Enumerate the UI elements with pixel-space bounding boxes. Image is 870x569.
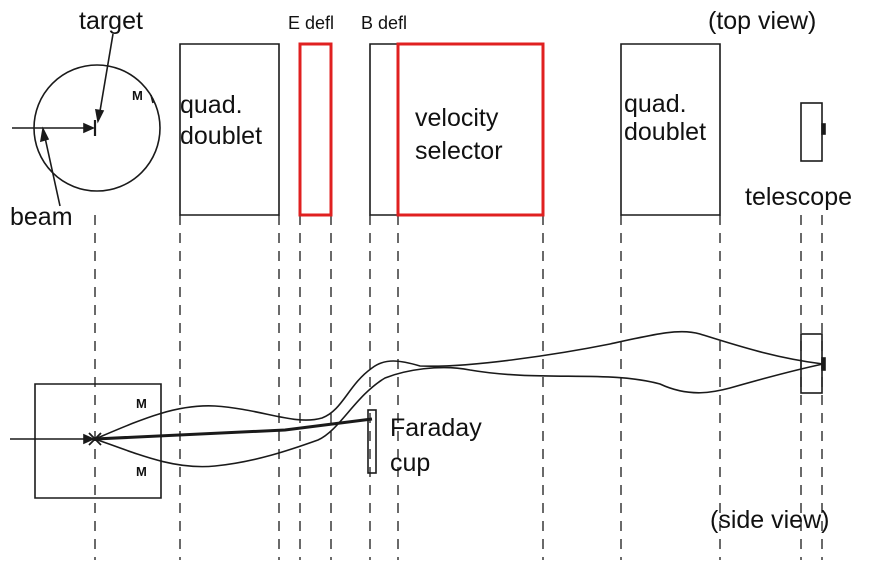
telescope-side-nub (821, 357, 826, 371)
e-deflector-label: E defl (288, 13, 335, 33)
target-pointer (98, 33, 114, 118)
quad-doublet-top-left (179, 43, 280, 216)
faraday-cup-line2: cup (390, 449, 431, 477)
b-deflector-label: B defl (361, 13, 408, 33)
beam-envelope-upper (94, 330, 824, 440)
telescope-label: telescope (745, 183, 853, 211)
velocity-selector-top (396, 42, 545, 217)
quad-doublet-right-line1: quad. (624, 90, 687, 118)
beam-arrowhead-top (83, 122, 95, 134)
faraday-cup (367, 409, 377, 474)
quad-doublet-left-line1: quad. (180, 91, 243, 119)
quad-doublet-left-line2: doublet (180, 122, 263, 150)
velocity-selector-line1: velocity (415, 104, 499, 132)
b-deflector-top (369, 43, 399, 216)
beam-arrowhead-side (83, 433, 95, 445)
velocity-selector-line2: selector (415, 137, 503, 165)
beam-deflected-to-cup (94, 417, 373, 441)
beam-label: beam (10, 203, 73, 231)
target-marker-tick (150, 94, 154, 104)
target-label: target (79, 7, 143, 35)
beam-pointer (43, 132, 61, 207)
beam-pointer-head (40, 126, 50, 143)
target-pointer-head (95, 109, 105, 124)
target-marker-label: M (132, 88, 143, 103)
quad-doublet-top-right (620, 43, 721, 216)
alignment-guides (94, 215, 823, 560)
top-view-label: (top view) (708, 7, 817, 35)
faraday-cup-line1: Faraday (390, 414, 482, 442)
side-marker-bottom-label: M (136, 464, 147, 479)
beam-envelope-lower (94, 363, 824, 468)
quad-doublet-right-line2: doublet (624, 118, 707, 146)
telescope-top (800, 102, 823, 162)
side-view-label: (side view) (710, 506, 830, 534)
telescope-top-nub (821, 123, 826, 135)
target-chamber-side (34, 383, 162, 499)
e-deflector-top (298, 42, 333, 217)
side-marker-top-label: M (136, 396, 147, 411)
